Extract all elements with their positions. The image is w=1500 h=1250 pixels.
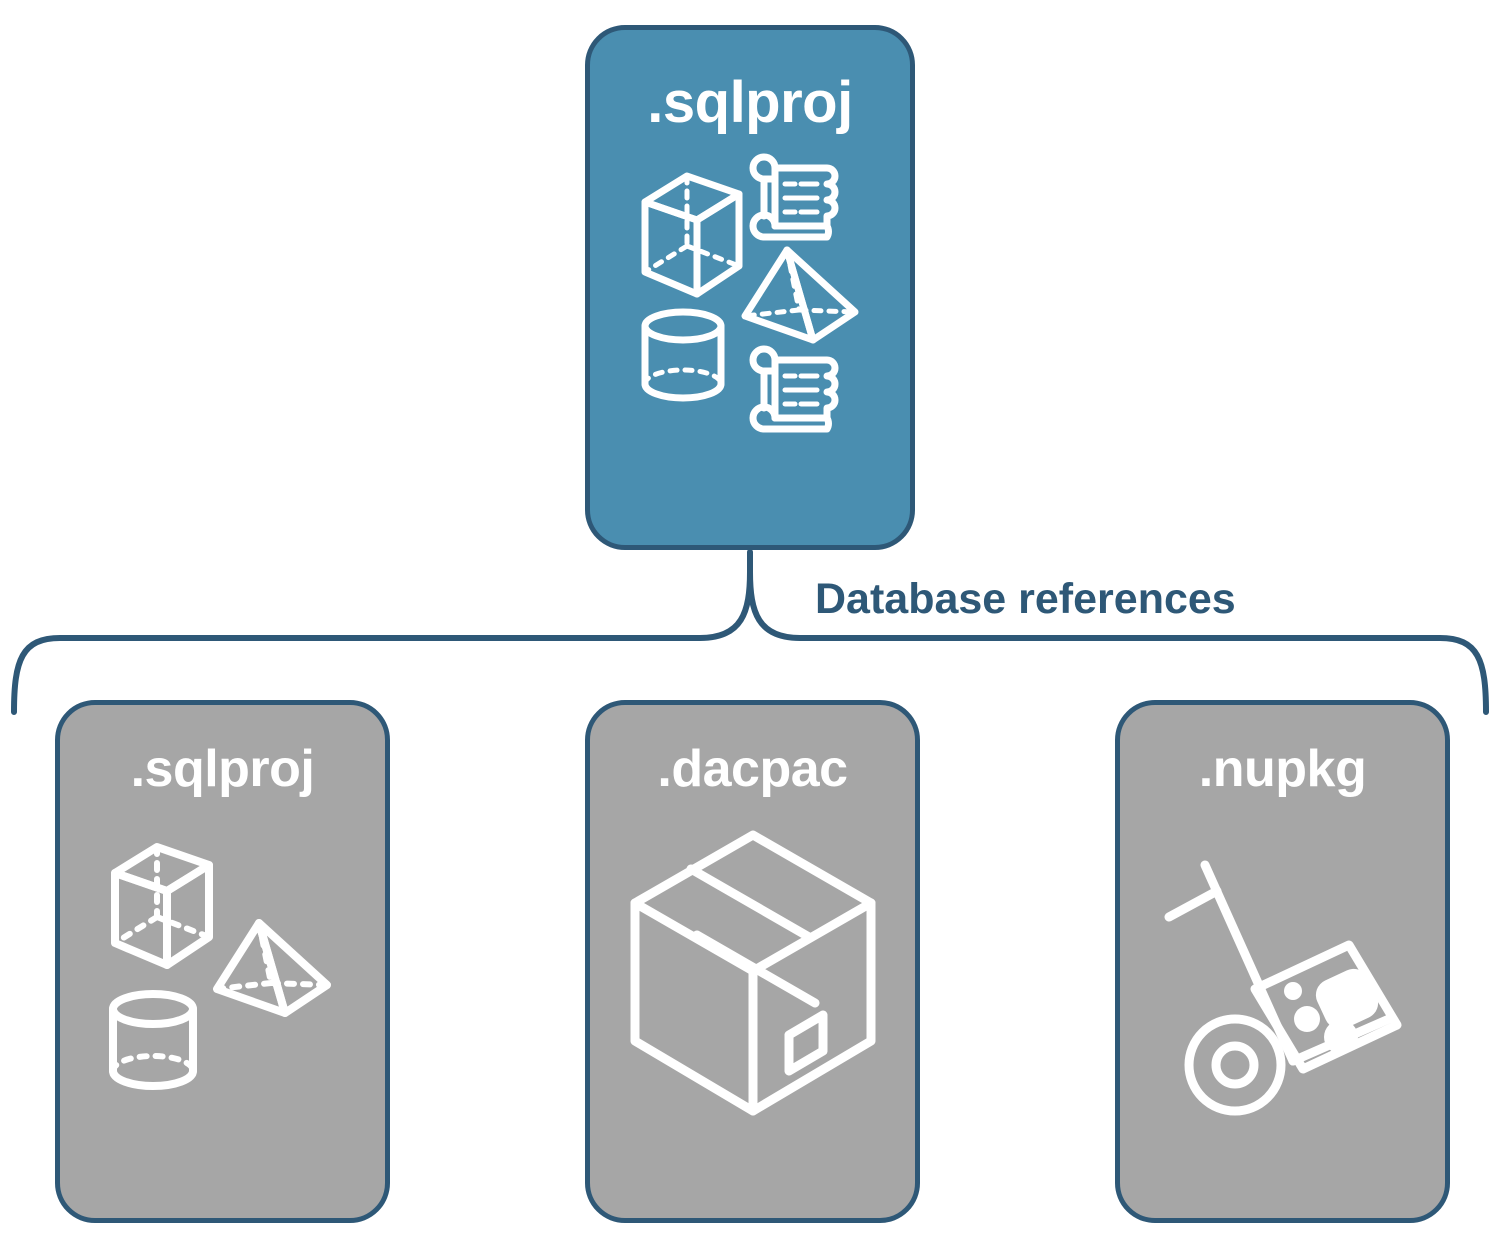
cylinder-icon (641, 308, 725, 402)
node-icon-group (613, 813, 893, 1133)
node-title: .sqlproj (647, 70, 853, 135)
node-title: .dacpac (657, 740, 848, 798)
node-title: .sqlproj (130, 740, 315, 798)
bracket-label: Database references (815, 575, 1236, 623)
pyramid-icon (212, 919, 331, 1017)
node-icon-group (1143, 813, 1423, 1133)
scroll-icon (749, 153, 839, 241)
pyramid-icon (741, 246, 859, 344)
cube-icon (641, 172, 743, 298)
scroll-icon (749, 345, 839, 433)
node-icon-group (83, 813, 363, 1133)
shipping-box-icon (630, 830, 875, 1116)
node-ref-dacpac[interactable]: .dacpac (585, 700, 920, 1223)
node-title: .nupkg (1198, 740, 1367, 798)
nuget-package-icon (1250, 940, 1401, 1074)
node-ref-nupkg[interactable]: .nupkg (1115, 700, 1450, 1223)
node-icon-group (635, 153, 865, 434)
node-ref-sqlproj[interactable]: .sqlproj (55, 700, 390, 1223)
node-sqlproj-root[interactable]: .sqlproj (585, 25, 915, 550)
cube-icon (110, 843, 213, 969)
cylinder-icon (108, 990, 197, 1090)
